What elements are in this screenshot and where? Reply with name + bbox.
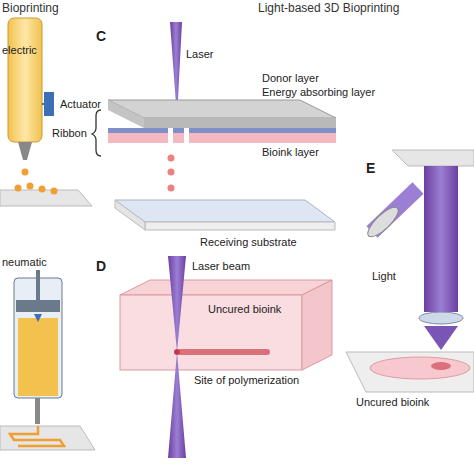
part-label: Bioink layer <box>262 146 319 159</box>
method-name: electric <box>2 44 37 57</box>
projection-setup <box>346 150 474 392</box>
part-label: Donor layer <box>262 72 319 85</box>
panel-letter: C <box>96 28 106 44</box>
panel-letter: E <box>366 160 375 176</box>
part-label: Laser beam <box>192 260 250 273</box>
part-label: Site of polymerization <box>194 374 299 387</box>
piezo-printhead <box>0 18 92 206</box>
panel-heading: Bioprinting <box>2 2 59 16</box>
panel-letter: D <box>96 258 106 274</box>
part-label: Ribbon <box>52 127 87 140</box>
pneumatic-syringe <box>0 270 95 450</box>
part-label: Light <box>372 270 396 283</box>
part-label: Actuator <box>60 98 101 111</box>
part-label: Uncured bioink <box>356 396 429 409</box>
laser-transfer-setup <box>92 22 336 230</box>
actuator-block <box>44 92 54 116</box>
part-label: Receiving substrate <box>200 236 297 249</box>
part-label: Energy absorbing layer <box>262 86 375 99</box>
method-name: neumatic <box>2 256 47 269</box>
part-label: Uncured bioink <box>208 303 281 316</box>
panel-heading: Light-based 3D Bioprinting <box>258 2 399 16</box>
two-photon-setup <box>120 256 332 458</box>
part-label: Laser <box>186 48 214 61</box>
